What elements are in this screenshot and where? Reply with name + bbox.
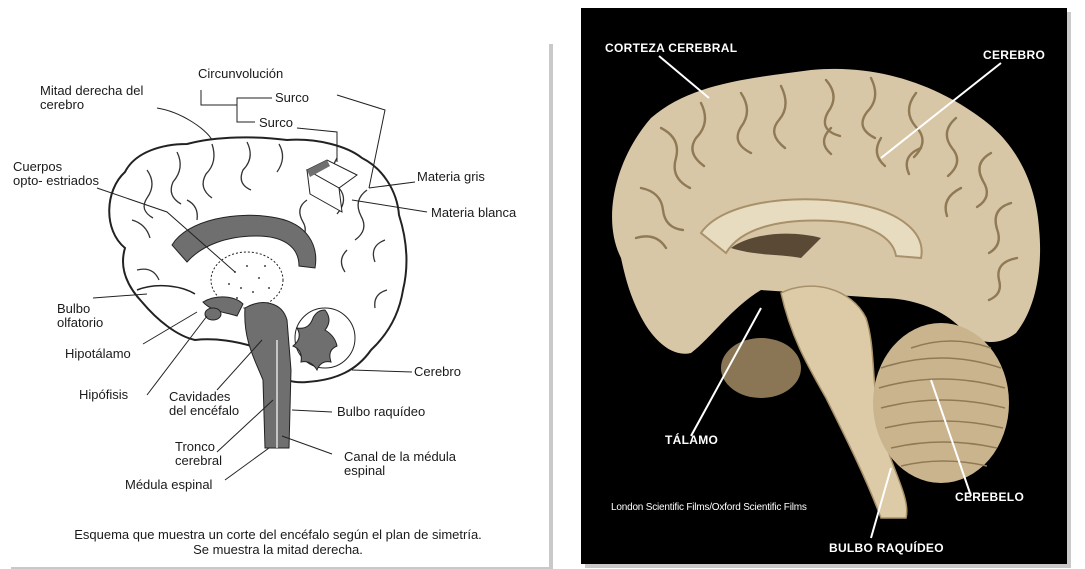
label-cerebro: Cerebro [414,365,461,379]
photo-label-cerebro: CEREBRO [983,48,1045,62]
label-cavidades-encefalo: Cavidades del encéfalo [169,390,239,418]
diagram-caption: Esquema que muestra un corte del encéfal… [7,527,549,557]
label-bulbo-raquideo: Bulbo raquídeo [337,405,425,419]
brain-photo-panel: CORTEZA CEREBRAL CEREBRO TÁLAMO CEREBELO… [581,8,1067,564]
brainstem [245,303,291,448]
label-mitad-derecha: Mitad derecha del cerebro [40,84,143,112]
photo-label-corteza-cerebral: CORTEZA CEREBRAL [605,41,737,55]
label-hipotalamo: Hipotálamo [65,347,131,361]
label-canal-medula: Canal de la médula espinal [344,450,456,478]
label-hipofisis: Hipófisis [79,388,128,402]
label-circunvolucion: Circunvolución [198,67,283,81]
brain-photo-drawing [581,8,1067,564]
brain-diagram-panel: Circunvolución Surco Surco Mitad derecha… [7,40,549,567]
label-materia-blanca: Materia blanca [431,206,516,220]
pituitary [205,308,221,320]
label-surco-1: Surco [275,91,309,105]
label-materia-gris: Materia gris [417,170,485,184]
label-medula-espinal: Médula espinal [125,478,212,492]
label-surco-2: Surco [259,116,293,130]
photo-label-bulbo-raquideo: BULBO RAQUÍDEO [829,541,944,555]
photo-label-talamo: TÁLAMO [665,433,718,447]
photo-credit: London Scientific Films/Oxford Scientifi… [611,502,807,513]
label-cuerpos-opto-estriados: Cuerpos opto- estriados [13,160,99,188]
label-tronco-cerebral: Tronco cerebral [175,440,222,468]
label-bulbo-olfatorio: Bulbo olfatorio [57,302,103,330]
cerebellum-photo [873,323,1009,483]
photo-label-cerebelo: CEREBELO [955,490,1024,504]
